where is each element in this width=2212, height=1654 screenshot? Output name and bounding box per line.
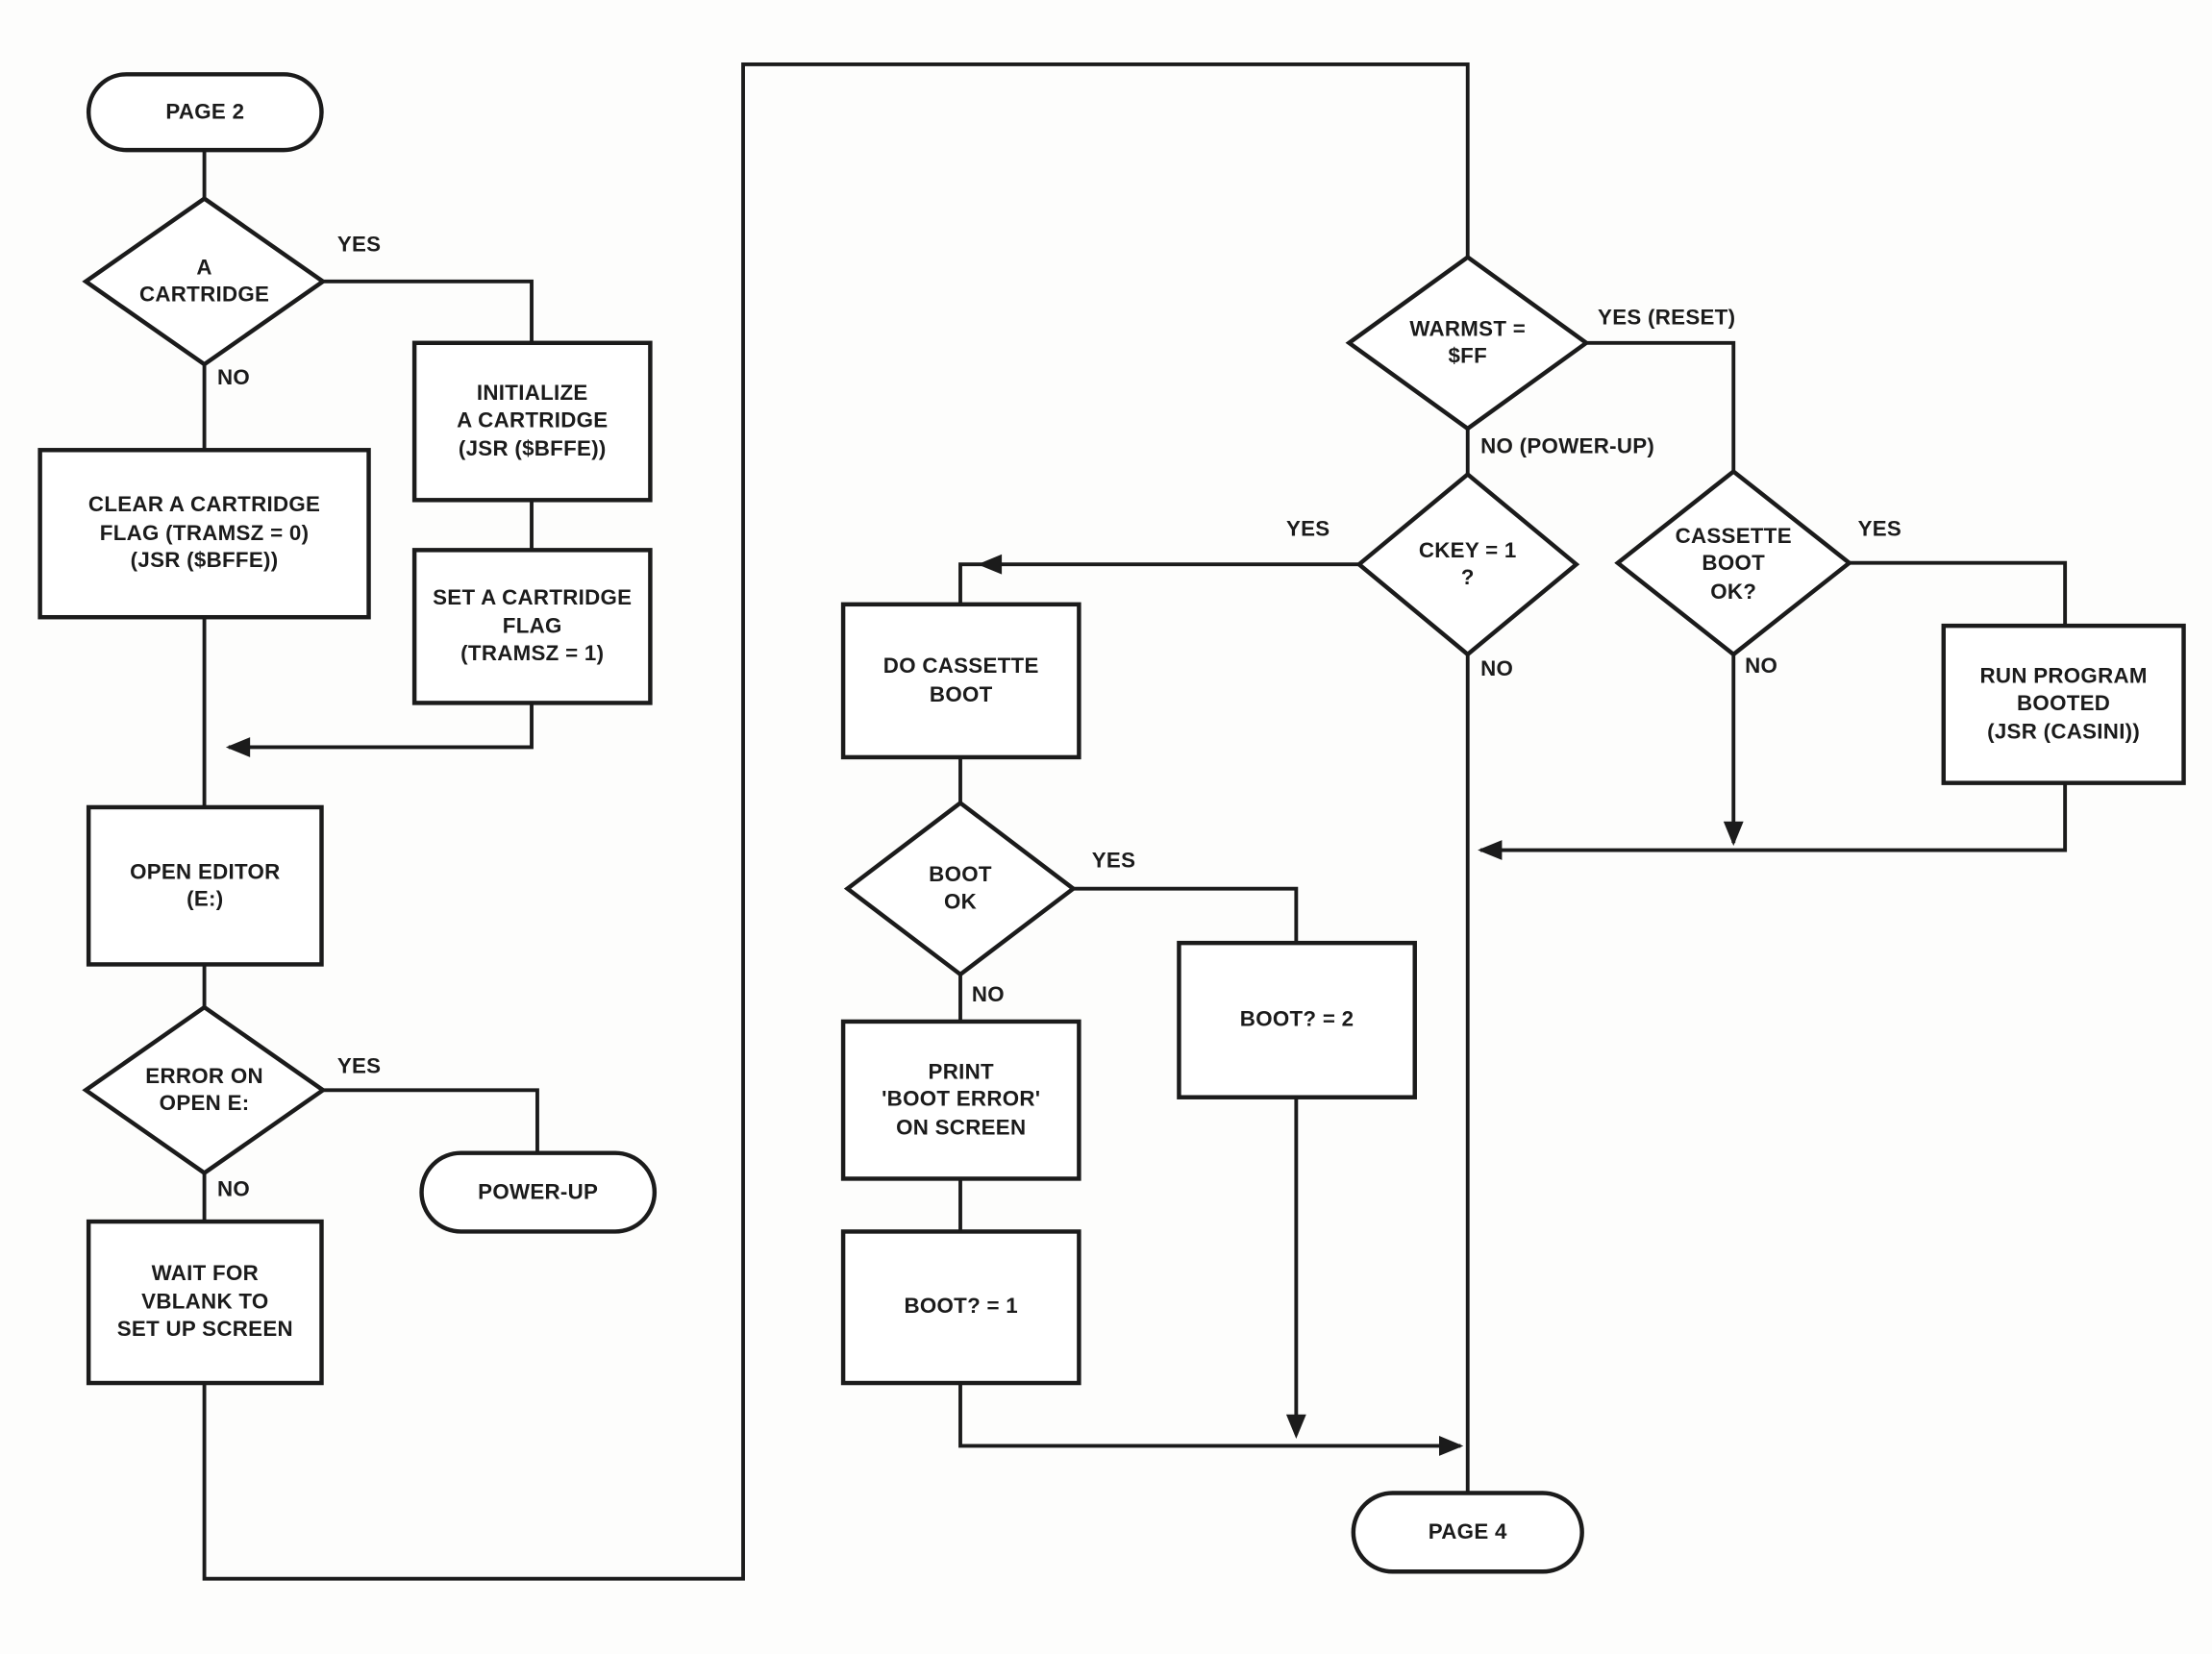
arrow-ckey-yes-left-icon [977, 554, 1003, 575]
decision-cassette-shape [1614, 468, 1853, 657]
connector-warmst-yes [1586, 340, 1736, 472]
connector-set-to-join [228, 703, 534, 750]
process-boot2-shape [1177, 940, 1417, 1099]
connectors [202, 62, 2068, 1581]
connector-boot1-to-main [958, 1383, 1461, 1448]
decision-cartridge-shape [82, 195, 327, 367]
arrowheads [225, 554, 1744, 1456]
terminal-page4-shape [1351, 1491, 1584, 1574]
process-do-cassette-shape [840, 602, 1081, 760]
terminal-power-up-shape [419, 1150, 658, 1234]
connector-bootok-yes [1073, 886, 1299, 944]
process-init-cartridge-shape [411, 340, 653, 503]
connector-cassette-yes [1849, 560, 2068, 627]
decision-boot-ok-shape [843, 800, 1078, 977]
decision-warmst-shape [1345, 254, 1590, 432]
arrow-cassette-no-down-icon [1723, 821, 1744, 847]
process-boot1-shape [840, 1229, 1081, 1386]
node-shapes [37, 72, 2186, 1574]
connector-error-yes [322, 1088, 539, 1153]
process-wait-vblank-shape [86, 1219, 324, 1386]
connector-ckey-yes [958, 562, 1359, 605]
connector-cartridge-yes [322, 279, 534, 343]
process-open-editor-shape [86, 804, 324, 967]
connector-loop-to-warmst [202, 62, 1470, 1581]
process-run-program-shape [1941, 623, 2186, 785]
arrow-run-left-icon [1478, 840, 1503, 860]
arrow-boot1-right-icon [1439, 1436, 1464, 1456]
arrow-join-left-icon [225, 737, 251, 757]
decision-error-open-shape [82, 1004, 327, 1176]
arrow-boot2-down-icon [1285, 1414, 1306, 1440]
process-print-error-shape [840, 1019, 1081, 1181]
process-set-flag-shape [411, 548, 653, 705]
decision-ckey-shape [1355, 471, 1580, 657]
terminal-page2-shape [86, 72, 324, 153]
connector-run-to-main [1480, 782, 2068, 852]
process-clear-flag-shape [37, 448, 371, 620]
